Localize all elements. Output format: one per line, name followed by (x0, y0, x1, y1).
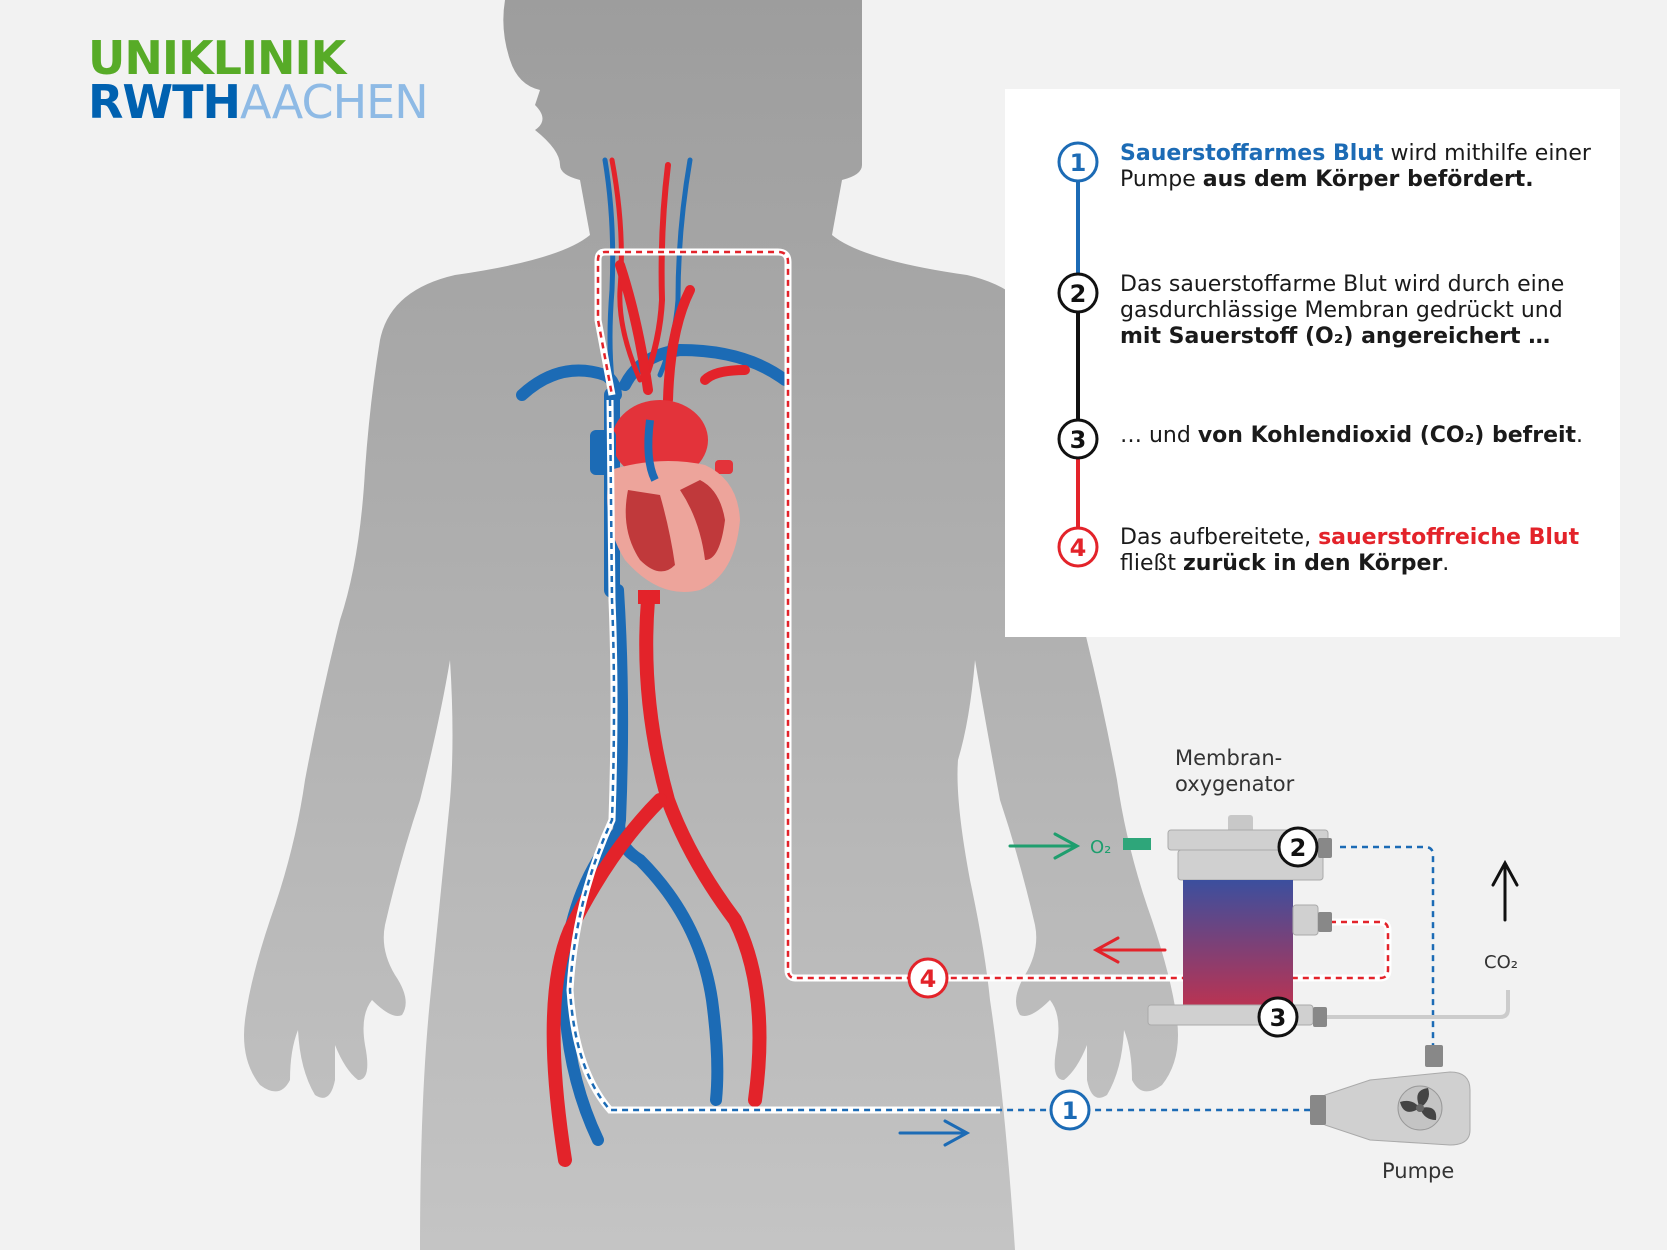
legend-marker-3: 3 (1057, 418, 1099, 460)
legend-panel: 1 2 3 4 Sauerstoffarmes Blut wird mithil… (1005, 89, 1620, 637)
legend-step-4-text: Das aufbereitete, sauerstoffreiche Blut … (1120, 525, 1580, 576)
svg-text:3: 3 (1070, 426, 1087, 454)
co2-exhaust-line (1315, 990, 1510, 1019)
svg-text:2: 2 (1290, 834, 1307, 862)
marker-4: 4 (907, 957, 949, 999)
legend-marker-1: 1 (1057, 141, 1099, 183)
co2-label: CO₂ (1484, 952, 1518, 973)
legend-step-2-text: Das sauerstoffarme Blut wird durch eine … (1120, 272, 1565, 349)
arrow-o2-icon (1008, 832, 1081, 860)
pump-label: Pumpe (1382, 1159, 1454, 1183)
svg-text:3: 3 (1270, 1004, 1287, 1032)
marker-1: 1 (1049, 1089, 1091, 1131)
legend-step-3-text: … und von Kohlendioxid (CO₂) befreit. (1120, 423, 1584, 448)
logo: UNIKLINIK RWTHAACHEN (88, 31, 429, 135)
pump-to-oxygenator-line (1340, 845, 1435, 1055)
oxygenator-label-line1: Membran- (1175, 746, 1282, 770)
o2-label: O₂ (1090, 837, 1111, 858)
pump (1310, 1045, 1471, 1146)
svg-text:4: 4 (1070, 534, 1087, 562)
legend-marker-2: 2 (1057, 272, 1099, 314)
svg-text:1: 1 (1062, 1097, 1079, 1125)
legend-timeline: 1 2 3 4 (1057, 141, 1099, 568)
body-silhouette (244, 0, 1178, 1250)
svg-text:2: 2 (1070, 280, 1087, 308)
oxygenator-label-line2: oxygenator (1175, 772, 1295, 796)
marker-2: 2 (1277, 826, 1319, 868)
arrow-right-icon (898, 1119, 971, 1147)
logo-line1: UNIKLINIK (88, 31, 346, 85)
arrow-left-icon (1092, 936, 1167, 964)
fan-icon (1400, 1088, 1437, 1120)
svg-text:4: 4 (920, 965, 937, 993)
arterial-system (546, 157, 767, 1167)
arterial-return-line (594, 248, 1392, 982)
logo-line2b: AACHEN (240, 75, 429, 129)
legend-step-1-text: Sauerstoffarmes Blut wird mithilfe einer… (1120, 141, 1591, 192)
heart-icon (590, 400, 740, 604)
marker-3: 3 (1257, 996, 1299, 1038)
logo-line2a: RWTH (88, 75, 241, 129)
svg-text:1: 1 (1070, 149, 1087, 177)
arrow-up-icon (1491, 859, 1519, 922)
legend-marker-4: 4 (1057, 526, 1099, 568)
venous-cannula (566, 399, 1320, 1114)
